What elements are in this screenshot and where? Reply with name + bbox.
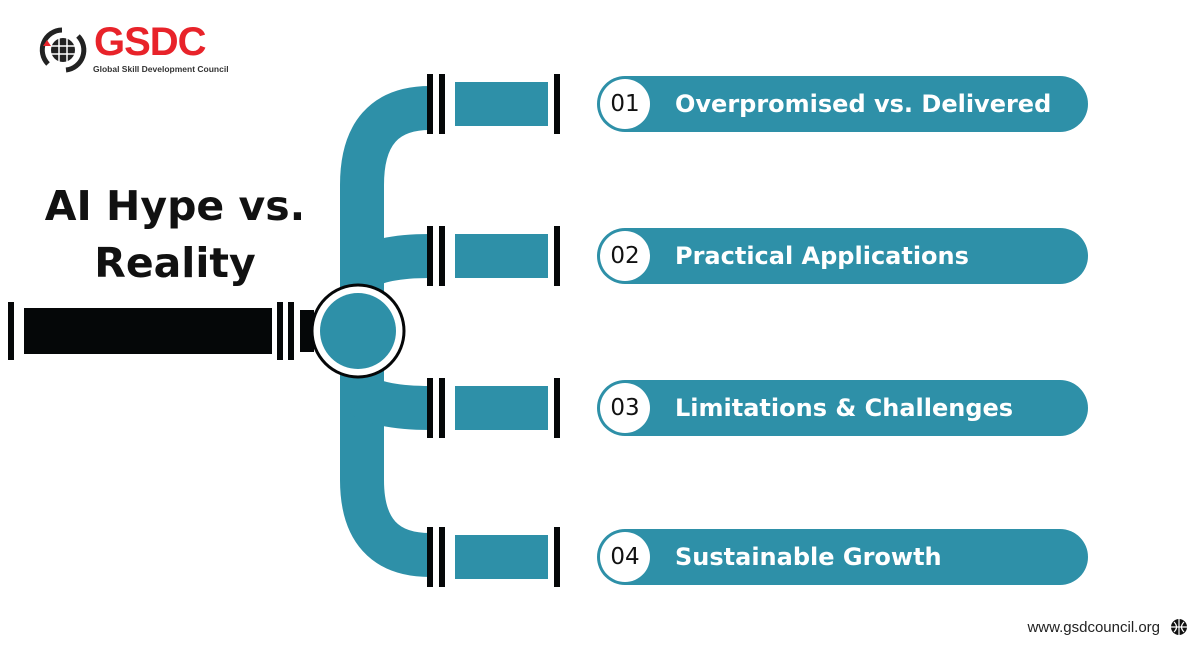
flange-bar	[439, 226, 445, 286]
end-flange-bar	[554, 378, 560, 438]
flange-bar	[439, 74, 445, 134]
flange-bar	[427, 378, 433, 438]
flange-bar	[439, 527, 445, 587]
junction-node	[320, 293, 396, 369]
item-label: Sustainable Growth	[675, 543, 942, 571]
branch-segment-3	[455, 386, 548, 430]
item-01: 01 Overpromised vs. Delivered	[597, 76, 1088, 132]
branch-pipe-2	[348, 234, 431, 289]
item-02: 02 Practical Applications	[597, 228, 1088, 284]
item-number: 02	[600, 231, 650, 281]
globe-icon	[1171, 619, 1187, 635]
item-number: 04	[600, 532, 650, 582]
item-number: 03	[600, 383, 650, 433]
item-label: Overpromised vs. Delivered	[675, 90, 1052, 118]
page-title: AI Hype vs. Reality	[20, 178, 330, 292]
branch-connectors	[427, 74, 560, 587]
item-04: 04 Sustainable Growth	[597, 529, 1088, 585]
flange-bar	[439, 378, 445, 438]
flange-bar	[427, 74, 433, 134]
flange-bar	[427, 226, 433, 286]
item-number: 01	[600, 79, 650, 129]
title-line-1: AI Hype vs.	[44, 182, 306, 230]
branch-segment-1	[455, 82, 548, 126]
logo-tagline: Global Skill Development Council	[93, 64, 229, 74]
branch-pipe-3	[349, 376, 431, 430]
globe-logo-icon	[39, 27, 87, 73]
item-03: 03 Limitations & Challenges	[597, 380, 1088, 436]
gsdc-logo: GSDC Global Skill Development Council	[38, 20, 229, 74]
title-line-2: Reality	[94, 239, 256, 287]
logo-wordmark: GSDC	[94, 20, 207, 64]
end-flange-bar	[554, 226, 560, 286]
website-url: www.gsdcouncil.org	[1027, 619, 1160, 636]
item-label: Limitations & Challenges	[675, 394, 1014, 422]
branch-segment-2	[455, 234, 548, 278]
input-pipe	[24, 308, 272, 354]
flange-bar	[427, 527, 433, 587]
branch-segment-4	[455, 535, 548, 579]
end-flange-bar	[554, 527, 560, 587]
item-label: Practical Applications	[675, 242, 969, 270]
end-flange-bar	[554, 74, 560, 134]
